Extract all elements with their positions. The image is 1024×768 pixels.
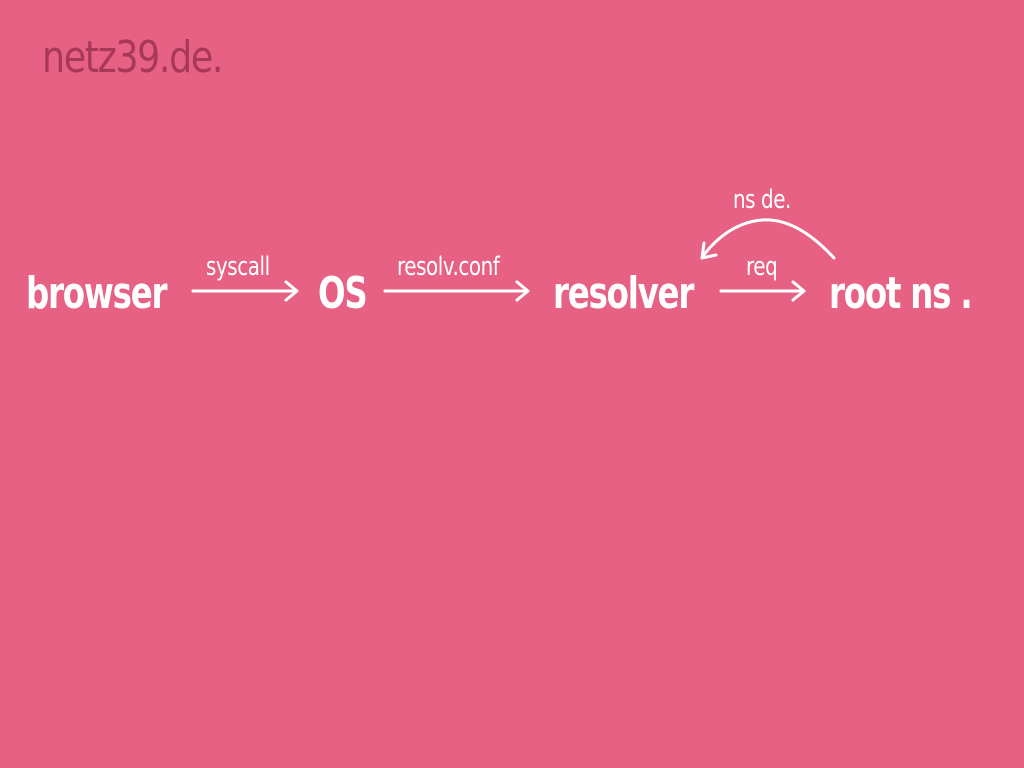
- edge-label-ns-de: ns de.: [733, 185, 791, 215]
- arrow-root-to-resolver: [700, 218, 836, 260]
- edge-label-req: req: [746, 252, 778, 282]
- arrow-browser-to-os: [191, 280, 299, 302]
- arrow-os-to-resolver: [383, 280, 530, 302]
- slide-title: netz39.de.: [42, 32, 223, 83]
- arrow-resolver-to-root: [719, 280, 806, 302]
- edge-label-resolv-conf: resolv.conf: [397, 252, 500, 282]
- node-root-ns: root ns .: [829, 268, 973, 319]
- edge-label-syscall: syscall: [206, 252, 270, 282]
- node-os: OS: [318, 268, 368, 319]
- node-resolver: resolver: [553, 268, 694, 319]
- node-browser: browser: [26, 268, 168, 319]
